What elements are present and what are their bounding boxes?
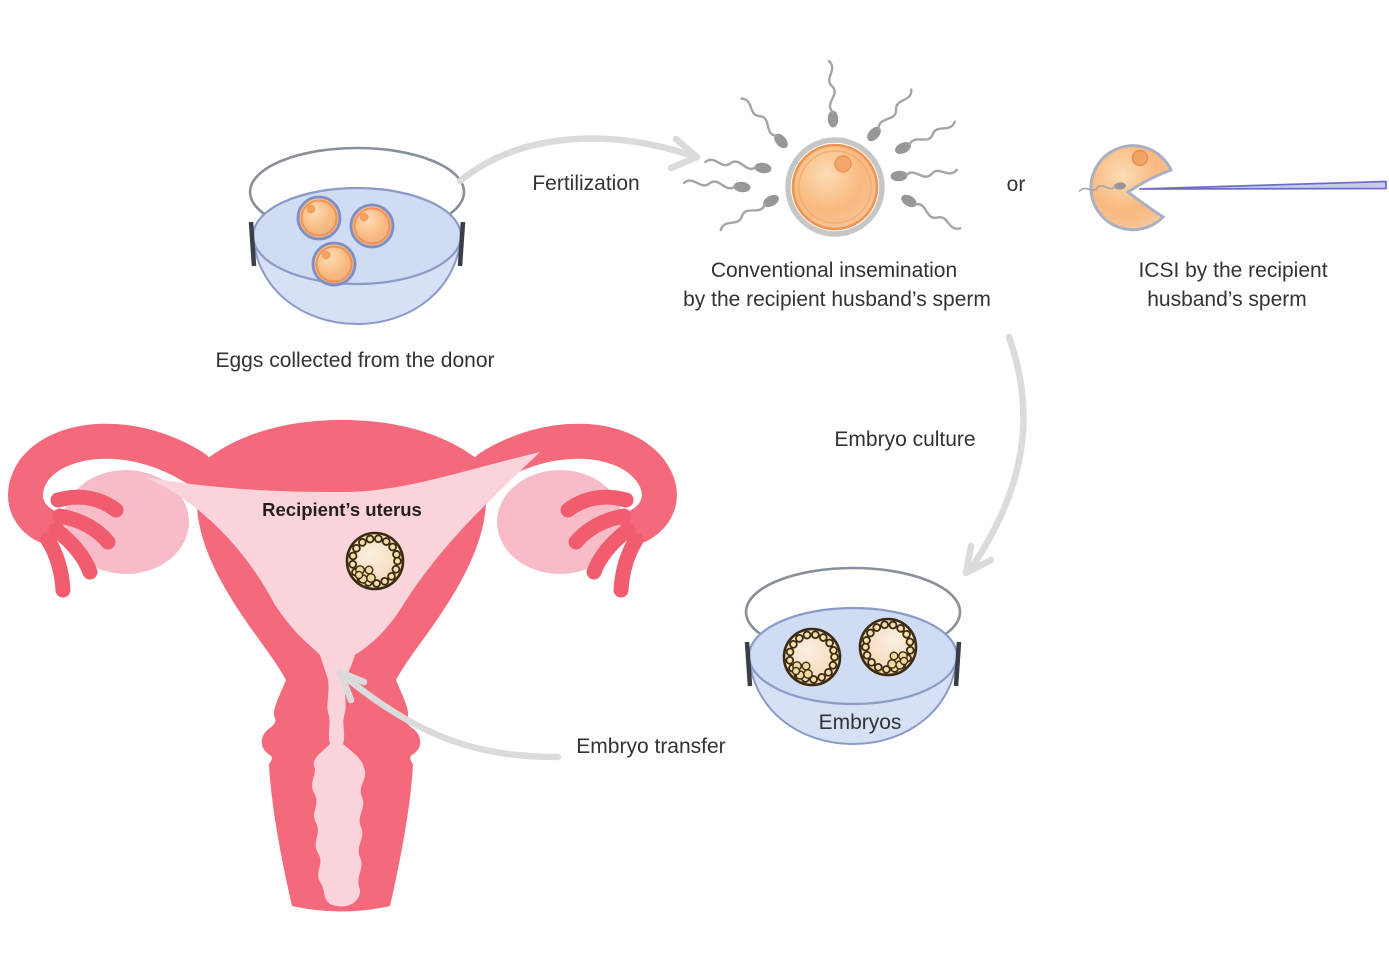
fimbriae-right [560, 489, 644, 598]
fallopian-tube-left [8, 423, 213, 544]
sperm-icon [888, 165, 959, 183]
label-recipients-uterus: Recipient’s uterus [262, 499, 422, 520]
conventional-insemination-figure [682, 59, 964, 237]
label-eggs-collected: Eggs collected from the donor [216, 349, 495, 372]
uterus-illustration: Recipient’s uterus [8, 420, 677, 912]
oocyte-icon [785, 137, 885, 237]
donor-egg-icon [349, 203, 395, 249]
fimbriae-left [40, 489, 124, 598]
donor-egg-icon [311, 241, 357, 287]
embryo-culture-arrow [962, 333, 1027, 577]
embryo-in-uterus-icon [347, 533, 403, 589]
sperm-icon [897, 191, 964, 236]
donor-egg-icon [296, 195, 342, 241]
sperm-icon [891, 117, 959, 158]
icsi-needle-icon [1139, 180, 1387, 190]
label-icsi-line1: ICSI by the recipient [1138, 259, 1327, 282]
label-icsi-line2: husband’s sperm [1147, 288, 1307, 311]
embryo-transfer-arrow [336, 668, 562, 761]
label-conventional-insemination-line2: by the recipient husband’s sperm [683, 288, 991, 311]
label-or: or [1007, 173, 1026, 196]
sperm-icon [703, 153, 774, 176]
blastocyst-icon [860, 619, 916, 675]
donor-eggs-dish [250, 148, 464, 324]
sperm-icon [716, 191, 783, 235]
icsi-figure [1078, 144, 1387, 232]
label-embryo-culture: Embryo culture [834, 428, 975, 451]
blastocyst-icon [784, 629, 840, 685]
label-fertilization: Fertilization [532, 172, 639, 195]
sperm-icon [863, 86, 918, 145]
label-embryo-transfer: Embryo transfer [576, 735, 725, 758]
sperm-icon [824, 59, 840, 129]
fertilization-arrow [456, 135, 701, 185]
sperm-icon [737, 92, 792, 153]
label-conventional-insemination-line1: Conventional insemination [711, 259, 957, 282]
label-embryos: Embryos [819, 711, 902, 734]
fallopian-tube-right [471, 423, 677, 544]
sperm-icon [682, 174, 753, 195]
polar-body-icon [1131, 149, 1149, 167]
icsi-oocyte-icon [1089, 144, 1174, 232]
